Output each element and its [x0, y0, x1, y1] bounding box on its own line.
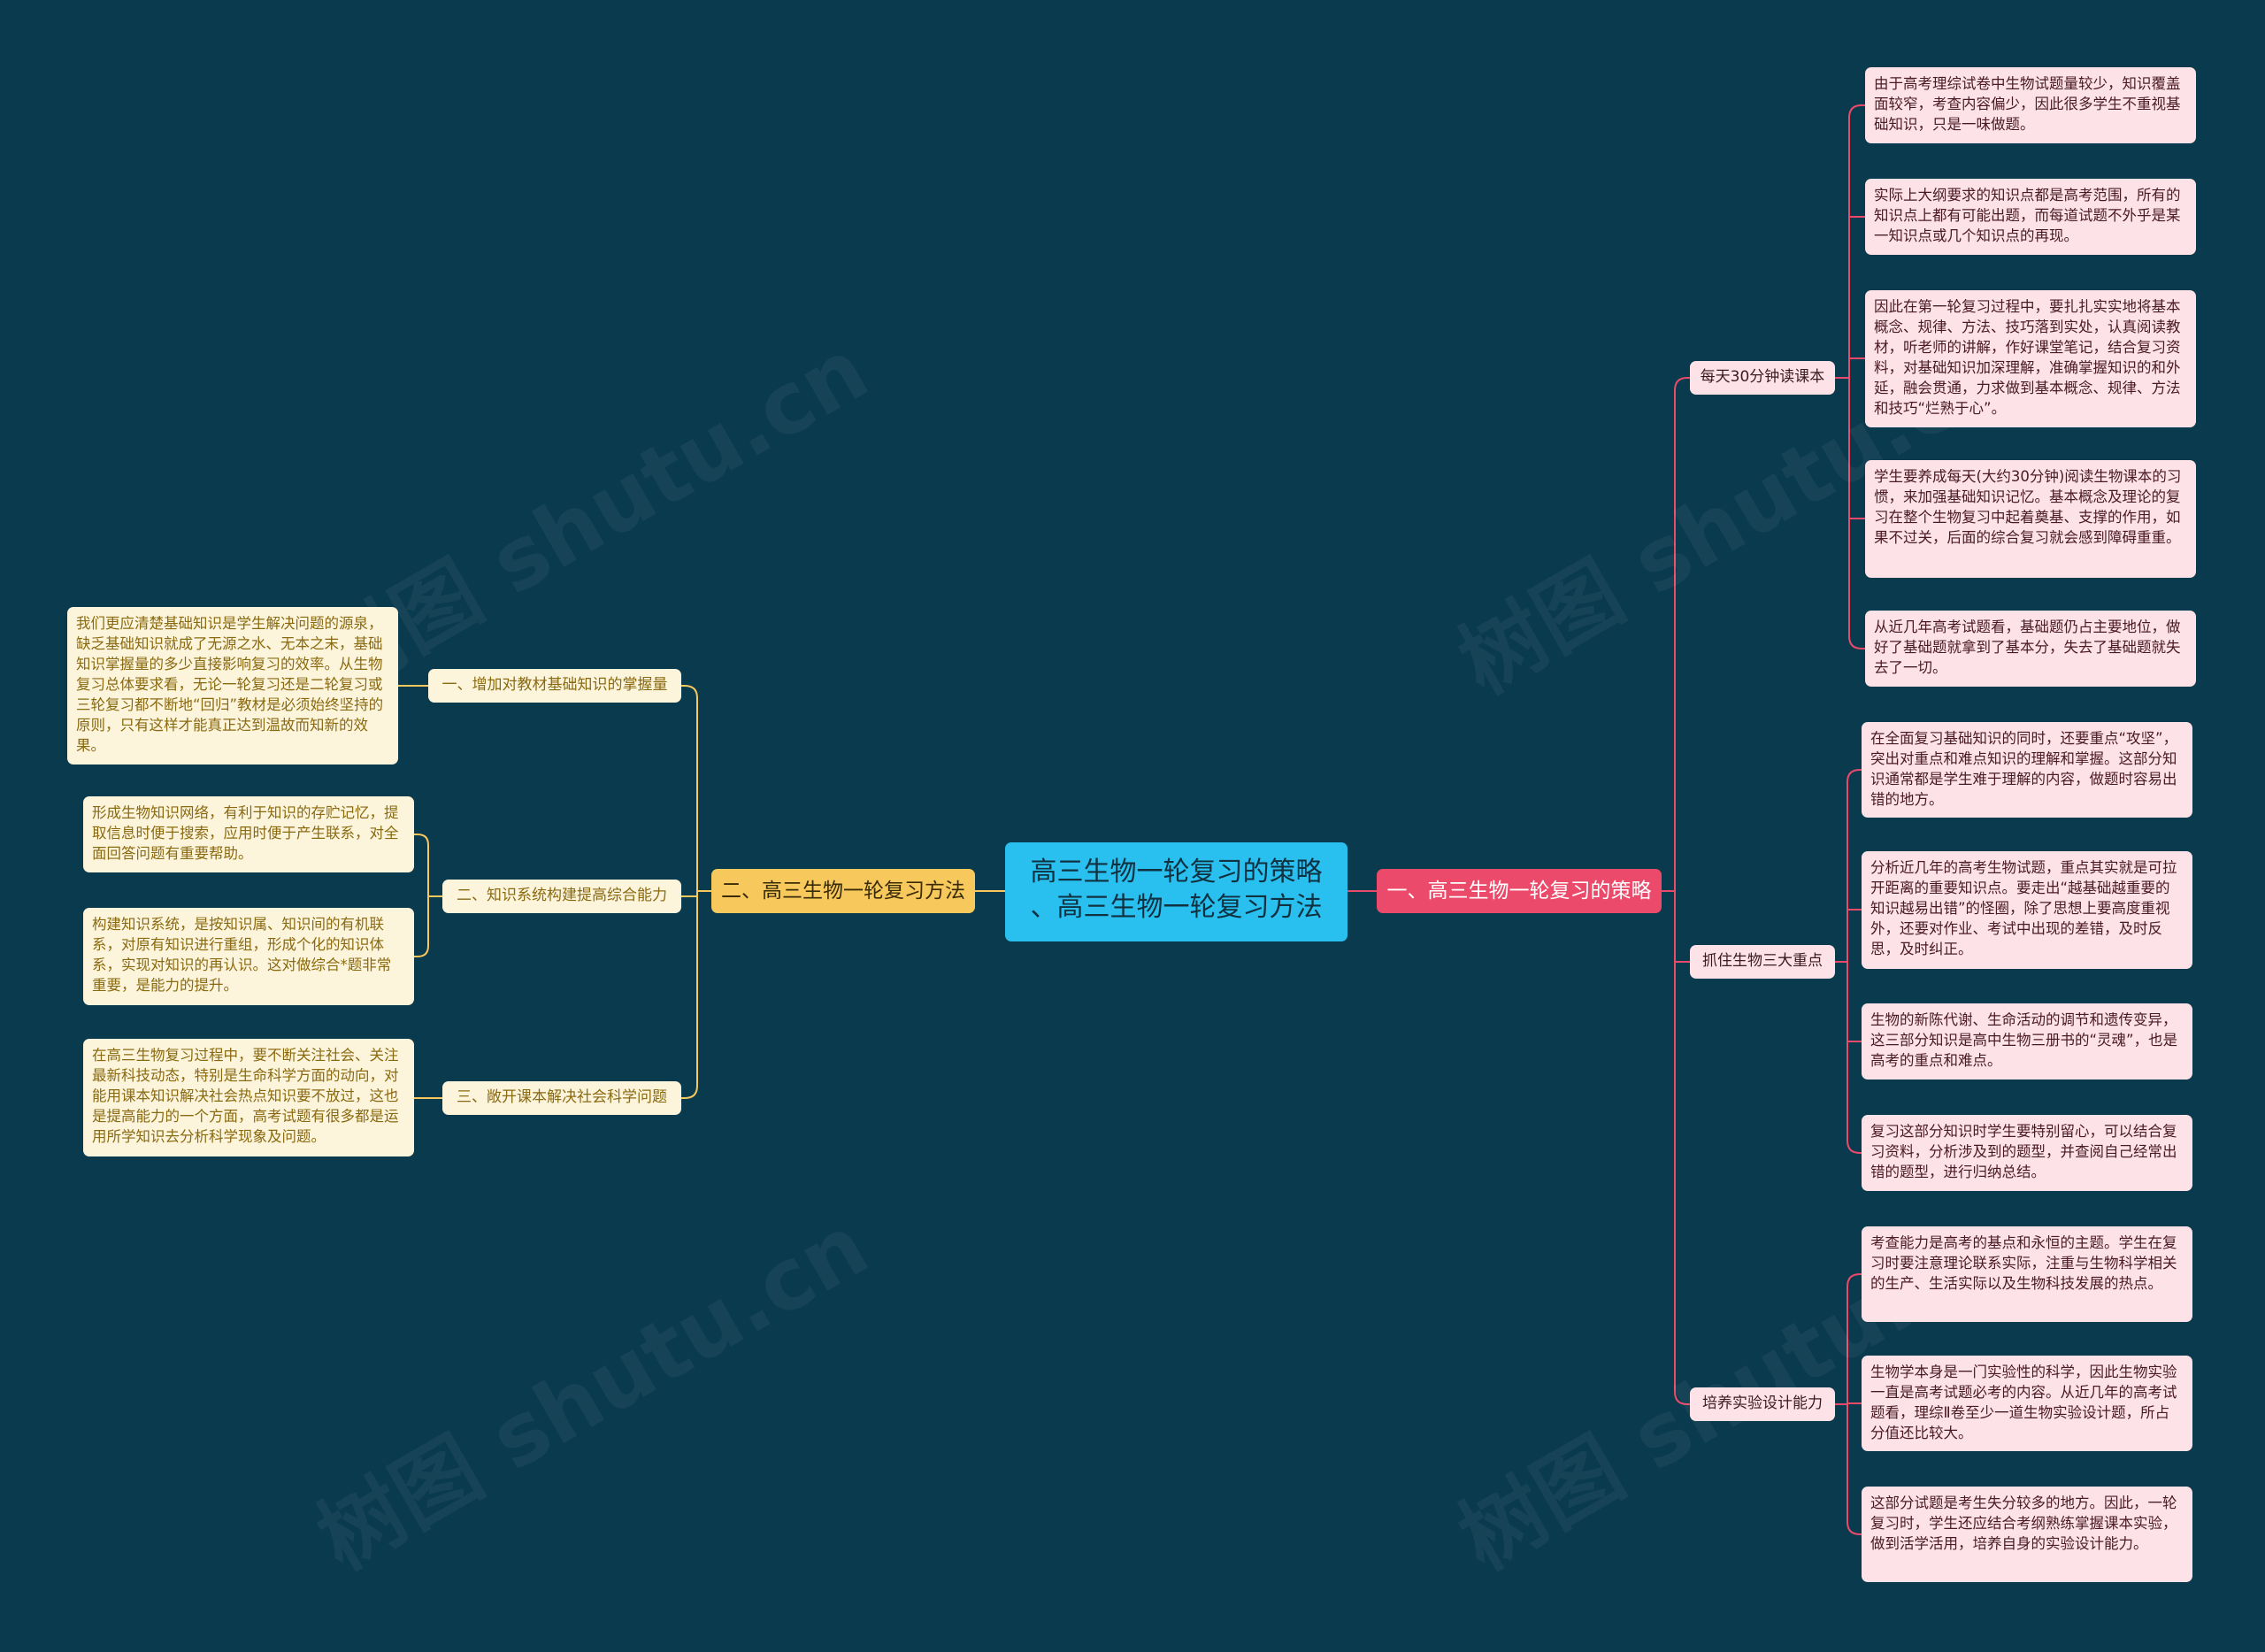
leaf-note: 分析近几年的高考生物试题，重点其实就是可拉开距离的重要知识点。要走出“越基础越重… — [1862, 851, 2192, 969]
connector-line — [1674, 1391, 1690, 1405]
connector-line — [1847, 1140, 1862, 1154]
connector-line — [1847, 1521, 1862, 1535]
leaf-note: 复习这部分知识时学生要特别留心，可以结合复习资料，分析涉及到的题型，并查阅自己经… — [1862, 1115, 2192, 1191]
topic-read-textbook[interactable]: 每天30分钟读课本 — [1690, 361, 1835, 395]
leaf-note: 生物学本身是一门实验性的科学，因此生物实验一直是高考试题必考的内容。从近几年的高… — [1862, 1356, 2192, 1451]
leaf-note: 我们更应清楚基础知识是学生解决问题的源泉，缺乏基础知识就成了无源之水、无本之末，… — [67, 607, 398, 765]
leaf-note: 构建知识系统，是按知识属、知识间的有机联系，对原有知识进行重组，形成个化的知识体… — [83, 908, 414, 1005]
branch-strategy[interactable]: 一、高三生物一轮复习的策略 — [1377, 869, 1662, 913]
topic-three-key-points[interactable]: 抓住生物三大重点 — [1690, 945, 1835, 979]
leaf-note: 在高三生物复习过程中，要不断关注社会、关注最新科技动态，特别是生命科学方面的动向… — [83, 1039, 414, 1156]
topic-social-science[interactable]: 三、敞开课本解决社会科学问题 — [442, 1081, 681, 1115]
connector-line — [1674, 377, 1690, 391]
root-title-line-1: 高三生物一轮复习的策略 — [1030, 857, 1323, 887]
connector-line — [1848, 104, 1865, 119]
connector-line — [681, 1085, 698, 1099]
topic-knowledge-system[interactable]: 二、知识系统构建提高综合能力 — [442, 880, 681, 913]
topic-textbook-basics[interactable]: 一、增加对教材基础知识的掌握量 — [428, 669, 681, 703]
connector-line — [1848, 635, 1865, 649]
leaf-note: 由于高考理综试卷中生物试题量较少，知识覆盖面较窄，考查内容偏少，因此很多学生不重… — [1865, 67, 2196, 143]
connector-line — [1847, 1273, 1862, 1287]
leaf-note: 生物的新陈代谢、生命活动的调节和遗传变异，这三部分知识是高中生物三册书的“灵魂”… — [1862, 1003, 2192, 1080]
connector-line — [414, 945, 429, 957]
topic-experiment-design[interactable]: 培养实验设计能力 — [1690, 1387, 1835, 1421]
leaf-note: 实际上大纲要求的知识点都是高考范围，所有的知识点上都有可能出题，而每道试题不外乎… — [1865, 179, 2196, 255]
leaf-note: 考查能力是高考的基点和永恒的主题。学生在复习时要注意理论联系实际，注重与生物科学… — [1862, 1226, 2192, 1322]
connector-line — [414, 834, 429, 846]
leaf-note: 形成生物知识网络，有利于知识的存贮记忆，提取信息时便于搜索，应用时便于产生联系，… — [83, 796, 414, 872]
leaf-note: 因此在第一轮复习过程中，要扎扎实实地将基本概念、规律、方法、技巧落到实处，认真阅… — [1865, 290, 2196, 427]
leaf-note: 在全面复习基础知识的同时，还要重点“攻坚”，突出对重点和难点知识的理解和掌握。这… — [1862, 722, 2192, 818]
leaf-note: 学生要养成每天(大约30分钟)阅读生物课本的习惯，来加强基础知识记忆。基本概念及… — [1865, 460, 2196, 578]
root-title-line-2: 、高三生物一轮复习方法 — [1030, 892, 1323, 923]
watermark: 树图 shutu.cn — [302, 1195, 885, 1590]
leaf-note: 从近几年高考试题看，基础题仍占主要地位，做好了基础题就拿到了基本分，失去了基础题… — [1865, 611, 2196, 687]
connector-line — [1847, 769, 1862, 783]
leaf-note: 这部分试题是考生失分较多的地方。因此，一轮复习时，学生还应结合考纲熟练掌握课本实… — [1862, 1487, 2192, 1582]
root-topic[interactable]: 高三生物一轮复习的策略 、高三生物一轮复习方法 — [1005, 842, 1347, 941]
branch-method[interactable]: 二、高三生物一轮复习方法 — [711, 869, 975, 913]
connector-line — [681, 685, 698, 699]
